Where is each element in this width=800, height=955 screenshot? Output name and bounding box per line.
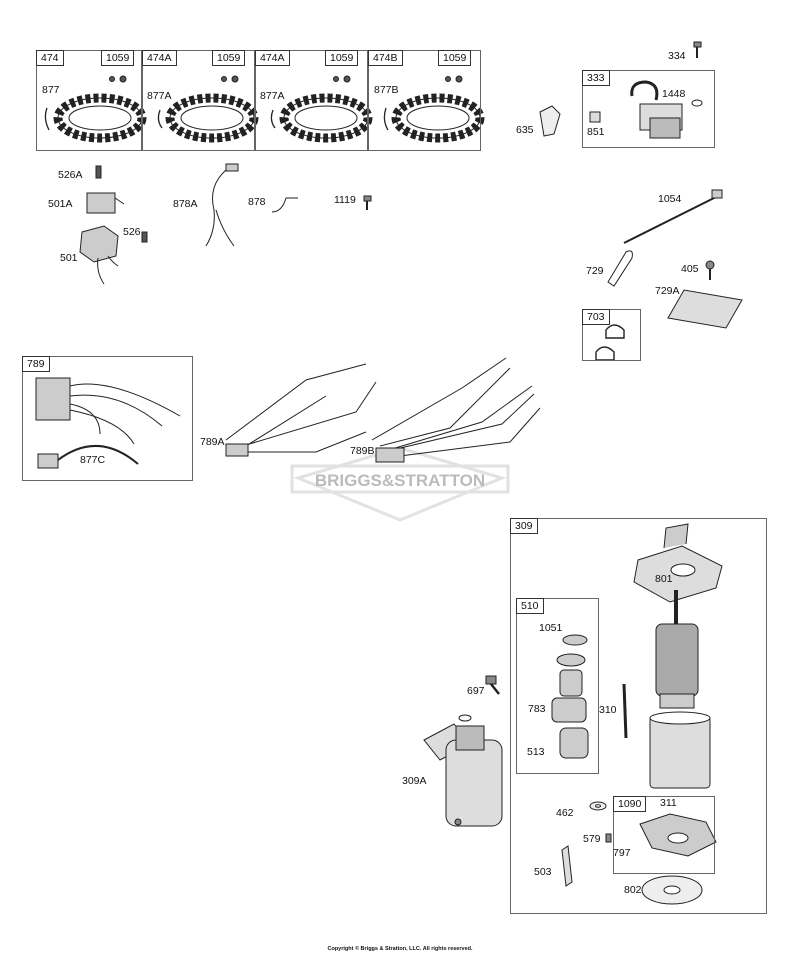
- clips-703: [595, 324, 625, 361]
- tag-309[interactable]: 309: [510, 518, 538, 534]
- spring-503: [561, 845, 573, 887]
- label-503[interactable]: 503: [534, 866, 552, 878]
- label-877c[interactable]: 877C: [80, 454, 106, 466]
- label-697[interactable]: 697: [467, 685, 485, 697]
- tag-1059-c[interactable]: 1059: [325, 50, 359, 66]
- bracket-801: [633, 523, 723, 603]
- label-802[interactable]: 802: [624, 884, 642, 896]
- label-789b[interactable]: 789B: [350, 445, 375, 457]
- label-501[interactable]: 501: [60, 252, 78, 264]
- label-1051[interactable]: 1051: [539, 622, 563, 634]
- label-635[interactable]: 635: [516, 124, 534, 136]
- clip-579: [605, 833, 612, 843]
- drive-assembly-510: [551, 634, 589, 759]
- label-797[interactable]: 797: [613, 847, 631, 859]
- label-783[interactable]: 783: [528, 703, 546, 715]
- wiring-group-frame: [22, 356, 193, 481]
- cable-tie-1054: [623, 189, 723, 244]
- housing-cylinder: [649, 711, 711, 789]
- tag-474a-2[interactable]: 474A: [255, 50, 290, 66]
- label-462[interactable]: 462: [556, 807, 574, 819]
- tag-1090[interactable]: 1090: [613, 796, 647, 812]
- tag-474[interactable]: 474: [36, 50, 64, 66]
- starter-group-frame: [510, 518, 767, 914]
- bolt-310: [622, 683, 628, 739]
- label-877a-1[interactable]: 877A: [147, 90, 172, 102]
- bolt-697: [485, 675, 500, 695]
- elbow-635: [539, 105, 561, 137]
- clip-group-frame: [582, 309, 641, 361]
- label-526a[interactable]: 526A: [58, 169, 83, 181]
- endcap-group-frame: [613, 796, 715, 874]
- copyright-notice: Copyright © Briggs & Stratton, LLC. All …: [327, 946, 473, 952]
- watermark-text: BRIGGS&STRATTON: [315, 471, 485, 490]
- label-513[interactable]: 513: [527, 746, 545, 758]
- label-1054[interactable]: 1054: [658, 193, 682, 205]
- rectifier-501: [79, 225, 148, 285]
- label-878a[interactable]: 878A: [173, 198, 198, 210]
- tag-1059-b[interactable]: 1059: [212, 50, 246, 66]
- wire-harness-789a: [225, 363, 377, 457]
- terminal-878: [271, 197, 298, 213]
- label-1448[interactable]: 1448: [662, 88, 686, 100]
- ignition-coil-333: [589, 80, 703, 139]
- tag-789[interactable]: 789: [22, 356, 50, 372]
- harness-789: [35, 377, 181, 469]
- end-cap-311: [639, 813, 717, 857]
- tag-1059-a[interactable]: 1059: [101, 50, 135, 66]
- bolt-334: [693, 41, 702, 58]
- drive-group-frame: [516, 598, 599, 774]
- label-729[interactable]: 729: [586, 265, 604, 277]
- label-789a[interactable]: 789A: [200, 436, 225, 448]
- label-729a[interactable]: 729A: [655, 285, 680, 297]
- label-526[interactable]: 526: [123, 226, 141, 238]
- tag-703[interactable]: 703: [582, 309, 610, 325]
- label-878[interactable]: 878: [248, 196, 266, 208]
- label-501a[interactable]: 501A: [48, 198, 73, 210]
- armature: [655, 590, 699, 709]
- gasket-802: [641, 875, 703, 905]
- nut-icons-1059: [109, 75, 463, 83]
- label-405[interactable]: 405: [681, 263, 699, 275]
- screw-405: [705, 260, 715, 280]
- plate-729a: [667, 289, 743, 329]
- label-801[interactable]: 801: [655, 573, 673, 585]
- wire-harness-789b: [371, 357, 541, 463]
- tag-510[interactable]: 510: [516, 598, 544, 614]
- tag-1059-d[interactable]: 1059: [438, 50, 472, 66]
- label-579[interactable]: 579: [583, 833, 601, 845]
- label-851[interactable]: 851: [587, 126, 605, 138]
- label-877[interactable]: 877: [42, 84, 60, 96]
- briggs-stratton-watermark-logo: [290, 446, 510, 522]
- label-310[interactable]: 310: [599, 704, 617, 716]
- label-334[interactable]: 334: [668, 50, 686, 62]
- washer-462: [589, 801, 607, 811]
- regulator-501a: [86, 165, 125, 214]
- screw-1119: [363, 195, 372, 210]
- label-877b[interactable]: 877B: [374, 84, 399, 96]
- tag-333[interactable]: 333: [582, 70, 610, 86]
- harness-878a: [205, 163, 239, 247]
- label-877a-2[interactable]: 877A: [260, 90, 285, 102]
- starter-motor-309a: [423, 714, 503, 827]
- ignition-group-frame: [582, 70, 715, 148]
- label-311[interactable]: 311: [660, 797, 677, 809]
- label-1119[interactable]: 1119: [334, 194, 356, 206]
- clamp-729: [607, 250, 633, 287]
- tag-474a-1[interactable]: 474A: [142, 50, 177, 66]
- tag-474b[interactable]: 474B: [368, 50, 403, 66]
- label-309a[interactable]: 309A: [402, 775, 427, 787]
